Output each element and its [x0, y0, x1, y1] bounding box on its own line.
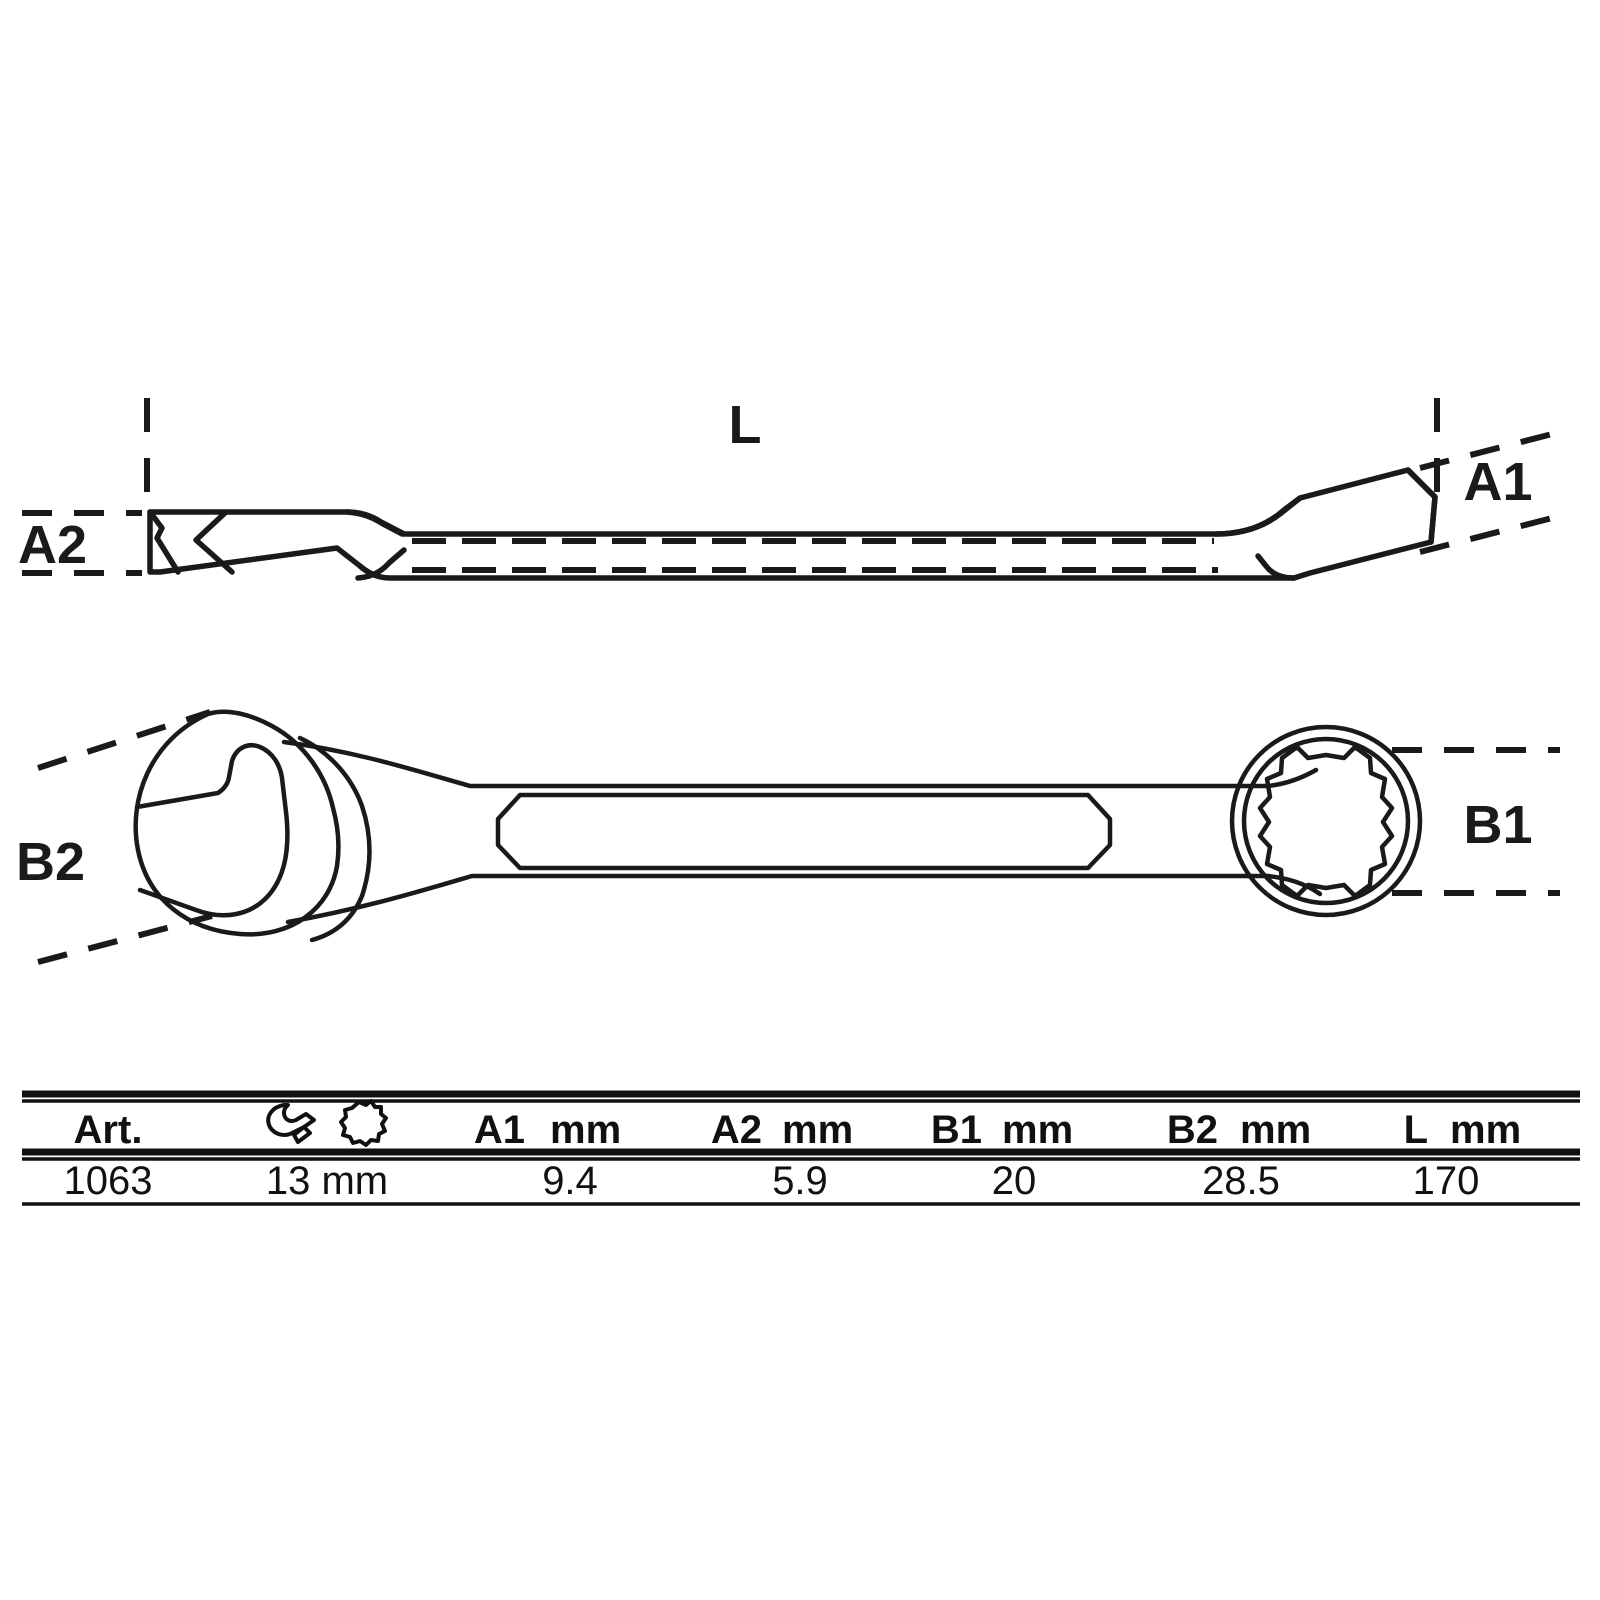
twelve-point-ring-profile	[1257, 744, 1395, 899]
a1-extension-line-bottom	[1419, 513, 1561, 555]
open-end-head-outline	[133, 709, 341, 937]
side-view-ring-transition-lower	[1255, 553, 1297, 581]
table-cell-art: 1063	[64, 1159, 153, 1203]
side-view-upper-taper	[344, 509, 405, 537]
side-view-ring-facet	[1405, 467, 1438, 545]
dimension-label-a1: A1	[1463, 452, 1532, 512]
plan-view: B2 B1	[16, 709, 1560, 965]
table-cell-a2: 5.9	[772, 1159, 828, 1203]
table-header-b2-unit: mm	[1240, 1108, 1311, 1152]
table-header-a1: A1	[474, 1108, 525, 1152]
table-cell-b1: 20	[992, 1159, 1037, 1203]
side-view-lower-taper	[355, 547, 407, 581]
plan-shank-lower-edge	[285, 873, 1271, 925]
b2-extension-line-top	[37, 709, 211, 771]
table-header-b1: B1	[931, 1108, 982, 1152]
table-header-l-unit: mm	[1450, 1108, 1521, 1152]
table-header-l: L	[1404, 1108, 1428, 1152]
a1-extension-line-top	[1419, 429, 1561, 471]
ring-head-inner-circle	[1241, 736, 1411, 906]
ring-head-neck-lower	[1265, 873, 1323, 897]
ring-head-outer-circle	[1229, 724, 1423, 918]
table-header-a1-unit: mm	[550, 1108, 621, 1152]
table-cell-a1: 9.4	[542, 1159, 598, 1203]
dimension-label-l: L	[729, 395, 762, 455]
table-row: 1063 13 mm 9.4 5.9 20 28.5 170	[64, 1159, 1480, 1203]
table-cell-b2: 28.5	[1202, 1159, 1280, 1203]
open-end-head-neck	[297, 735, 372, 943]
table-header-art: Art.	[74, 1108, 143, 1152]
open-end-wrench-icon	[266, 1103, 316, 1144]
ring-head-neck-upper	[1265, 767, 1319, 789]
side-view-ring-transition-upper	[1213, 495, 1303, 537]
dimension-label-b1: B1	[1463, 795, 1532, 855]
dimension-label-b2: B2	[16, 832, 85, 892]
table-cell-size: 13 mm	[266, 1159, 388, 1203]
ring-spanner-icon	[339, 1099, 388, 1147]
plan-shank-upper-edge	[281, 739, 1271, 789]
table-header-a2-unit: mm	[782, 1108, 853, 1152]
table-header-b2: B2	[1167, 1108, 1218, 1152]
dimension-label-a2: A2	[18, 515, 87, 575]
side-view-open-end-bevel	[193, 509, 235, 575]
side-view-open-end-chamfer	[147, 509, 181, 575]
side-elevation-view: L A2 A1	[18, 395, 1561, 581]
side-view-body-outline	[147, 467, 1438, 581]
open-end-jaw-cutout	[134, 743, 290, 918]
b2-extension-line-bottom	[37, 913, 213, 965]
table-header-a2: A2	[711, 1108, 762, 1152]
plan-shank-recess-panel	[495, 792, 1113, 871]
table-cell-l: 170	[1413, 1159, 1480, 1203]
table-header-b1-unit: mm	[1002, 1108, 1073, 1152]
specification-table: Art. A1 mm A2 mm B1 mm B2 mm L mm 1063 1…	[22, 1090, 1580, 1206]
